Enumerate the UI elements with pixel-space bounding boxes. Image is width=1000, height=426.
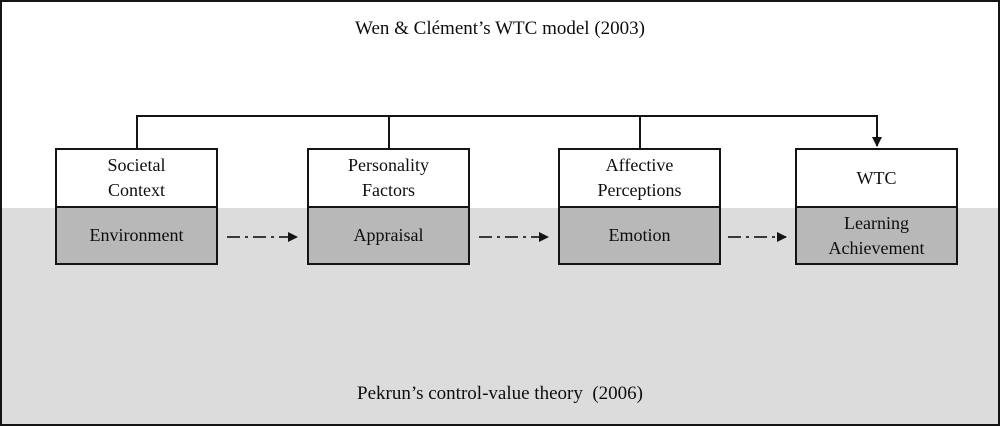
box-affective-perceptions: Affective Perceptions Emotion: [558, 148, 721, 265]
societal-context-lower-section: Environment: [57, 206, 216, 263]
societal-context-label: Societal Context: [107, 155, 166, 200]
learning-achievement-label: Learning Achievement: [828, 212, 925, 258]
box-societal-context: Societal Context Environment: [55, 148, 218, 265]
appraisal-label: Appraisal: [353, 225, 424, 245]
societal-context-upper-section: Societal Context: [57, 150, 216, 206]
personality-factors-lower-section: Appraisal: [309, 206, 468, 263]
personality-factors-label: Personality Factors: [348, 155, 429, 200]
wen-clement-title: Wen & Clément’s WTC model (2003): [355, 18, 645, 39]
affective-perceptions-label: Affective Perceptions: [597, 155, 682, 200]
pekrun-title: Pekrun’s control-value theory (2006): [357, 383, 643, 404]
box-wtc: WTC Learning Achievement: [795, 148, 958, 265]
emotion-label: Emotion: [608, 225, 671, 245]
personality-factors-upper-section: Personality Factors: [309, 150, 468, 206]
wtc-label: WTC: [856, 167, 897, 188]
box-personality-factors: Personality Factors Appraisal: [307, 148, 470, 265]
affective-perceptions-upper-section: Affective Perceptions: [560, 150, 719, 206]
wtc-upper-section: WTC: [797, 150, 956, 206]
wtc-lower-section: Learning Achievement: [797, 206, 956, 263]
environment-label: Environment: [89, 225, 184, 245]
affective-perceptions-lower-section: Emotion: [560, 206, 719, 263]
top-bracket-arrow: [136, 115, 882, 148]
